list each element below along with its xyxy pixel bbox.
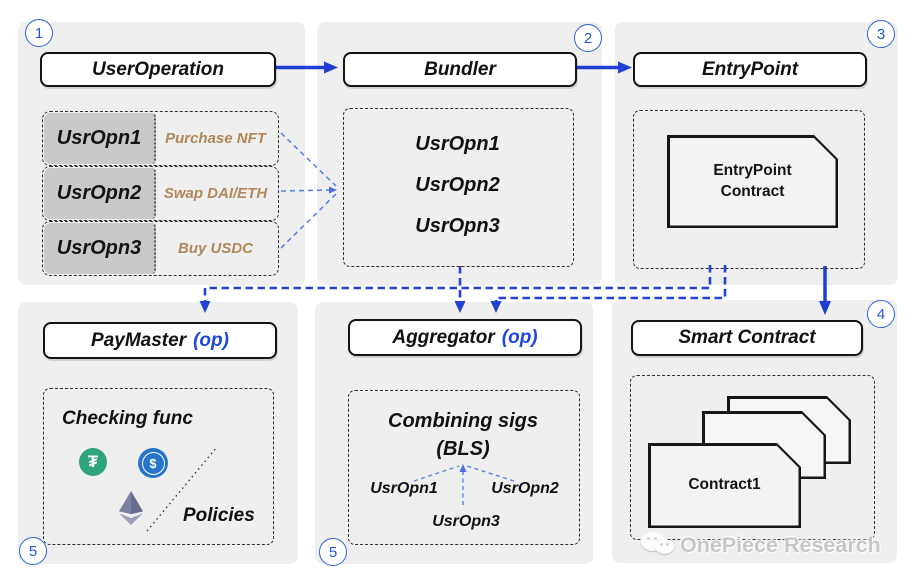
paymaster-op-label: (op) <box>193 329 229 351</box>
contract-shape-front: Contract1 <box>648 443 801 528</box>
combining-sigs-label: Combining sigs <box>388 410 538 432</box>
userop-row-2: UsrOpn2 Swap DAI/ETH <box>42 166 279 221</box>
userop-row-3: UsrOpn3 Buy USDC <box>42 221 279 276</box>
step-badge-3: 3 <box>867 20 895 48</box>
userop-desc-2: Swap DAI/ETH <box>163 185 268 202</box>
ethereum-icon <box>119 491 143 525</box>
userop-chip-1: UsrOpn1 <box>44 113 156 164</box>
step-badge-2: 2 <box>574 24 602 52</box>
userop-chip-3: UsrOpn3 <box>44 223 156 274</box>
bundler-title-box: Bundler <box>343 52 577 87</box>
entrypoint-title-label: EntryPoint <box>701 58 799 80</box>
step-badge-5-aggregator: 5 <box>319 538 347 566</box>
aggregator-sig-item-3: UsrOpn3 <box>432 513 500 530</box>
watermark: OnePiece Research <box>641 530 881 560</box>
tether-icon: ₮ <box>79 448 107 476</box>
entrypoint-contract-shape: EntryPoint Contract <box>667 135 838 228</box>
paymaster-title-box: PayMaster (op) <box>43 322 277 359</box>
userop-row-1: UsrOpn1 Purchase NFT <box>42 111 279 166</box>
entrypoint-inner-box <box>633 110 865 269</box>
aggregator-sig-item-2: UsrOpn2 <box>491 480 559 497</box>
step-badge-5-paymaster: 5 <box>19 537 47 565</box>
aggregator-sig-item-1: UsrOpn1 <box>370 480 438 497</box>
smartcontract-title-box: Smart Contract <box>631 320 863 356</box>
bundler-op-list: UsrOpn1 UsrOpn2 UsrOpn3 <box>343 124 572 247</box>
aggregator-op-label: (op) <box>501 326 538 348</box>
bundler-op-item: UsrOpn2 <box>415 174 500 196</box>
aggregator-title-label: Aggregator <box>392 326 495 348</box>
usdc-ring <box>141 451 165 475</box>
contract1-label: Contract1 <box>688 476 761 494</box>
paymaster-title-label: PayMaster <box>91 329 187 351</box>
useroperation-title-label: UserOperation <box>92 58 224 80</box>
usdc-icon: $ <box>138 448 168 478</box>
paymaster-inner-box <box>43 388 274 545</box>
bls-label: (BLS) <box>436 438 490 460</box>
aggregator-inner-box <box>348 390 580 545</box>
tether-symbol: ₮ <box>87 452 99 471</box>
bundler-title-label: Bundler <box>424 58 496 80</box>
userop-desc-1: Purchase NFT <box>165 130 266 147</box>
watermark-text: OnePiece Research <box>680 532 881 557</box>
step-badge-1: 1 <box>25 19 53 47</box>
userop-desc-3: Buy USDC <box>177 240 253 257</box>
entrypoint-contract-line2: Contract <box>720 182 785 200</box>
smartcontract-inner-box <box>630 375 875 540</box>
step-badge-4: 4 <box>867 300 895 328</box>
useroperation-title-box: UserOperation <box>40 52 276 87</box>
bundler-op-item: UsrOpn3 <box>415 215 500 237</box>
entrypoint-title-box: EntryPoint <box>633 52 867 87</box>
aggregator-title-box: Aggregator (op) <box>348 319 582 356</box>
wechat-icon <box>641 530 675 560</box>
userop-chip-2: UsrOpn2 <box>44 168 156 219</box>
smartcontract-title-label: Smart Contract <box>678 327 816 348</box>
policies-label: Policies <box>183 505 255 526</box>
checking-func-label: Checking func <box>62 408 193 429</box>
bundler-op-item: UsrOpn1 <box>415 133 500 155</box>
entrypoint-contract-line1: EntryPoint <box>713 161 792 179</box>
